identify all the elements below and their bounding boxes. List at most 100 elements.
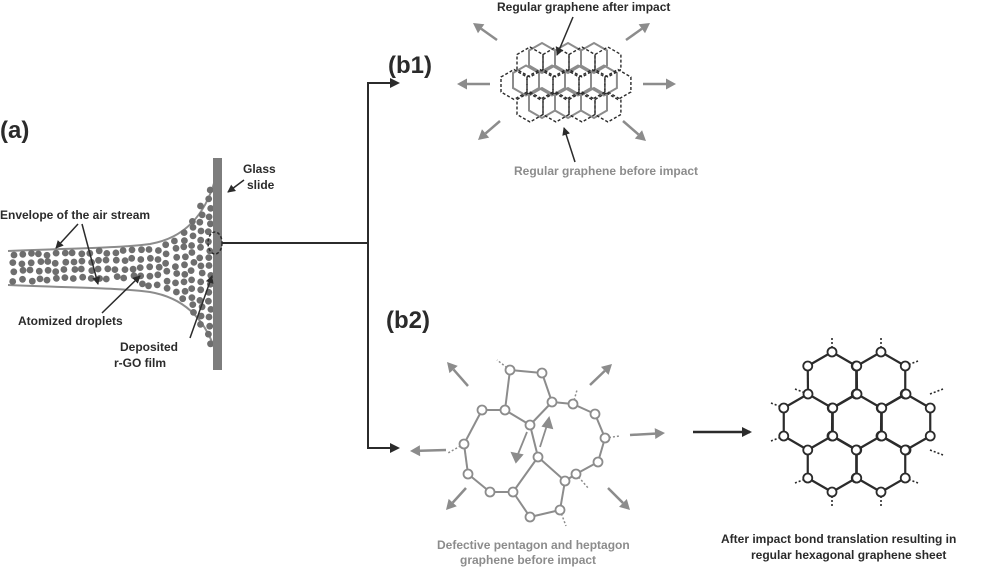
atom [875,486,887,498]
dangling-bond [496,359,511,371]
droplet [128,254,136,262]
defect-inner-arrows [510,416,554,464]
droplet [188,285,196,292]
graphene-after-impact-b1 [500,46,632,123]
droplet [205,330,212,338]
droplet [197,236,205,244]
droplet [19,275,26,283]
droplet [112,256,120,264]
droplet [26,266,34,274]
droplet [102,256,110,264]
droplet [35,250,42,258]
droplet [121,266,129,273]
bond [529,424,539,458]
droplet [188,276,196,284]
atom [559,475,571,487]
droplet [189,224,197,231]
droplet [104,265,112,273]
after-impact-b1-label: Regular graphene after impact [497,0,670,14]
droplet [145,282,152,290]
envelope-label: Envelope of the air stream [0,208,150,222]
atom [778,402,790,414]
hexagon-after [552,68,580,101]
droplet [180,278,188,286]
atom [827,402,839,414]
after-impact-b1-pointer [556,16,574,56]
droplet [173,270,181,277]
droplet [28,277,36,285]
branch-connector [222,78,400,453]
dangling-bond [447,443,465,454]
before-impact-b1-label: Regular graphene before impact [514,164,698,178]
hexagon-after [568,91,596,123]
droplet [188,249,196,256]
bond [512,456,539,493]
atom [924,402,936,414]
hexagon-after [594,46,622,78]
droplet [70,258,78,266]
droplet [188,242,196,249]
atom [532,451,544,463]
deposited-film-label: Deposited r-GO film [114,340,178,370]
atom [876,430,888,442]
droplet [19,250,27,258]
svg-text:regular hexagonal graphene she: regular hexagonal graphene sheet [751,548,946,562]
atom [876,402,888,414]
atom [778,430,790,442]
droplet [103,250,111,257]
droplet [69,275,77,282]
droplet [207,220,214,228]
expansion-arrow [589,364,612,386]
svg-text:After impact bond translation: After impact bond translation resulting … [721,532,956,546]
droplet [163,277,171,285]
dangling-bond [604,435,621,439]
droplet [9,278,17,285]
hexagon-after [568,46,596,78]
droplet [10,251,18,259]
regular-graphene-sheet [770,338,944,506]
droplet [190,309,197,316]
atom [851,388,863,400]
svg-text:Defective pentagon and heptago: Defective pentagon and heptagon [437,538,630,552]
expansion-arrow [473,23,498,42]
droplet [189,218,196,225]
droplet [197,202,204,210]
atom [524,419,536,431]
droplet [61,274,69,281]
droplet [153,281,161,289]
droplet [179,295,187,303]
droplet [79,273,87,281]
droplet [18,260,26,268]
defective-graphene [447,359,621,527]
before-impact-b1-pointer [562,127,576,163]
droplet [36,275,44,283]
droplet [43,276,51,284]
expansion-arrow [607,487,630,510]
atom [599,432,611,444]
droplet [207,306,215,313]
atom [507,486,519,498]
droplet [146,272,154,280]
droplet [87,275,95,282]
regular-graphene-label: After impact bond translation resulting … [721,532,956,562]
expansion-arrow [457,78,490,90]
droplet [206,322,214,330]
glass-slide-pointer [227,179,245,193]
atom [567,398,579,410]
b1-expansion-arrows [457,23,676,141]
droplet [197,286,205,294]
hexagon-before [590,64,618,97]
atom [900,388,912,400]
droplet [163,284,171,292]
droplet [102,275,110,283]
droplet [77,265,85,273]
droplet [136,264,144,271]
droplet [113,273,121,280]
droplet [181,287,189,295]
atom [899,472,911,484]
dangling-bond [929,388,944,395]
droplet [27,259,35,267]
droplet [162,259,170,267]
droplet [9,259,17,266]
hexagon-after [578,68,606,101]
